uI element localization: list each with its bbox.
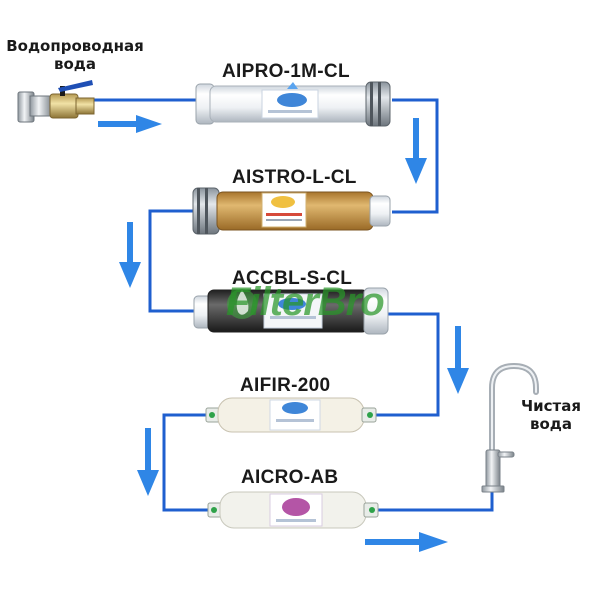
flow-arrow-right [98,115,162,133]
outlet-label-line-2: вода [529,415,573,433]
filter-4-cartridge [205,397,377,433]
filter-3-label: ACCBL-S-CL [232,268,353,289]
watermark: FilterBro [226,280,385,324]
filter-2-label: AISTRO-L-CL [232,167,357,188]
pipe-outlet [372,490,494,512]
filterbro-logo-icon [227,289,257,319]
filter-5-label: AICRO-AB [241,467,339,488]
flow-arrow-down [137,428,159,496]
flow-arrow-down [447,326,469,394]
pipe-network [92,98,494,512]
outlet-label-line-1: Чистая [521,397,581,415]
filter-5-cartridge [207,491,379,529]
pipe-3-to-4 [372,312,440,417]
pipe-2-to-3 [148,209,196,313]
filter-2-cartridge [192,187,391,235]
inlet-label-line-2: вода [53,55,97,73]
pipe-1-to-2 [392,98,439,214]
outlet-label: Чистая вода [506,397,596,433]
filter-1-cartridge [195,81,391,127]
faucet-icon [481,362,539,493]
inlet-valve-icon [17,80,95,123]
flow-arrow-down [119,222,141,288]
flow-arrow-right [365,532,448,552]
pipe-4-to-5 [162,413,212,512]
flow-arrow-down [405,118,427,184]
flow-arrows [98,115,469,552]
inlet-label: Водопроводная вода [2,37,148,73]
filter-4-label: AIFIR-200 [240,375,331,396]
filter-1-label: AIPRO-1M-CL [222,61,350,82]
inlet-label-line-1: Водопроводная [6,37,144,55]
